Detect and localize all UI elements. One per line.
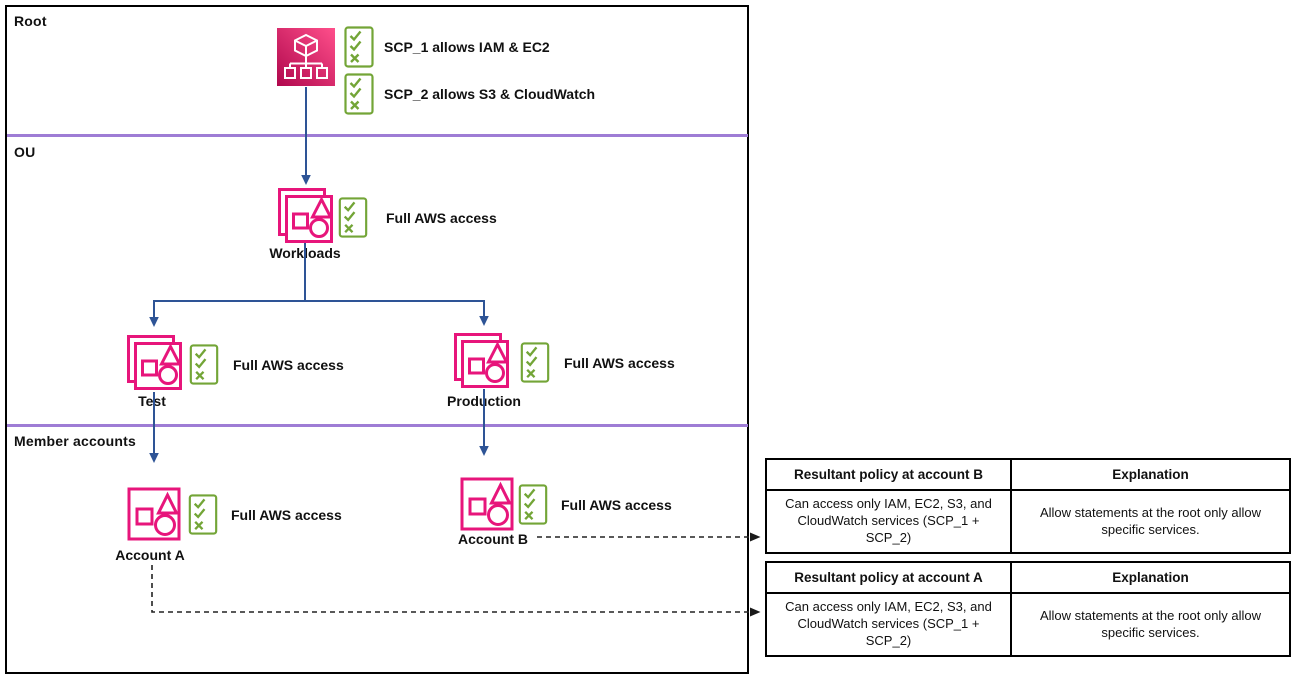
node-label-account-a: Account A	[115, 547, 185, 563]
scp-checklist-icon	[338, 197, 368, 238]
workloads-policy-label: Full AWS access	[386, 209, 497, 226]
table-body-cell: Can access only IAM, EC2, S3, and CloudW…	[767, 594, 1012, 655]
table-header-cell: Explanation	[1012, 563, 1289, 594]
organizational-unit-icon	[126, 334, 182, 390]
organization-boundary-box	[5, 5, 749, 674]
scp-checklist-icon	[189, 344, 219, 385]
table-header-cell: Resultant policy at account B	[767, 460, 1012, 491]
table-header-cell: Resultant policy at account A	[767, 563, 1012, 594]
scp-checklist-icon	[344, 26, 374, 68]
section-label-member-accounts: Member accounts	[14, 433, 137, 449]
organizational-unit-icon	[277, 187, 333, 243]
aws-organizations-icon	[277, 28, 335, 86]
member-account-icon	[127, 487, 181, 541]
scp1-label: SCP_1 allows IAM & EC2	[384, 39, 550, 55]
organizational-unit-icon	[453, 332, 509, 388]
node-label-production: Production	[447, 393, 521, 409]
section-divider-ou-member	[7, 424, 748, 427]
scp-checklist-icon	[520, 342, 550, 383]
scp2-label: SCP_2 allows S3 & CloudWatch	[384, 86, 596, 102]
test-policy-label: Full AWS access	[233, 356, 344, 373]
table-body-cell: Allow statements at the root only allow …	[1039, 607, 1262, 640]
resultant-policy-table-account-a: Resultant policy at account A Explanatio…	[765, 561, 1291, 657]
node-label-workloads: Workloads	[269, 245, 341, 261]
scp-checklist-icon	[518, 484, 548, 525]
table-body-cell: Allow statements at the root only allow …	[1039, 504, 1262, 537]
scp-checklist-icon	[344, 73, 374, 115]
table-header-cell: Explanation	[1012, 460, 1289, 491]
resultant-policy-table-account-b: Resultant policy at account B Explanatio…	[765, 458, 1291, 554]
node-label-test: Test	[138, 393, 166, 409]
node-label-account-b: Account B	[458, 531, 528, 547]
section-divider-root-ou	[7, 134, 748, 137]
account-b-policy-label: Full AWS access	[561, 496, 672, 513]
section-label-root: Root	[14, 13, 47, 29]
section-label-ou: OU	[14, 144, 36, 160]
member-account-icon	[460, 477, 514, 531]
scp-checklist-icon	[188, 494, 218, 535]
production-policy-label: Full AWS access	[564, 354, 675, 371]
account-a-policy-label: Full AWS access	[231, 506, 342, 523]
table-body-cell: Can access only IAM, EC2, S3, and CloudW…	[767, 491, 1012, 552]
